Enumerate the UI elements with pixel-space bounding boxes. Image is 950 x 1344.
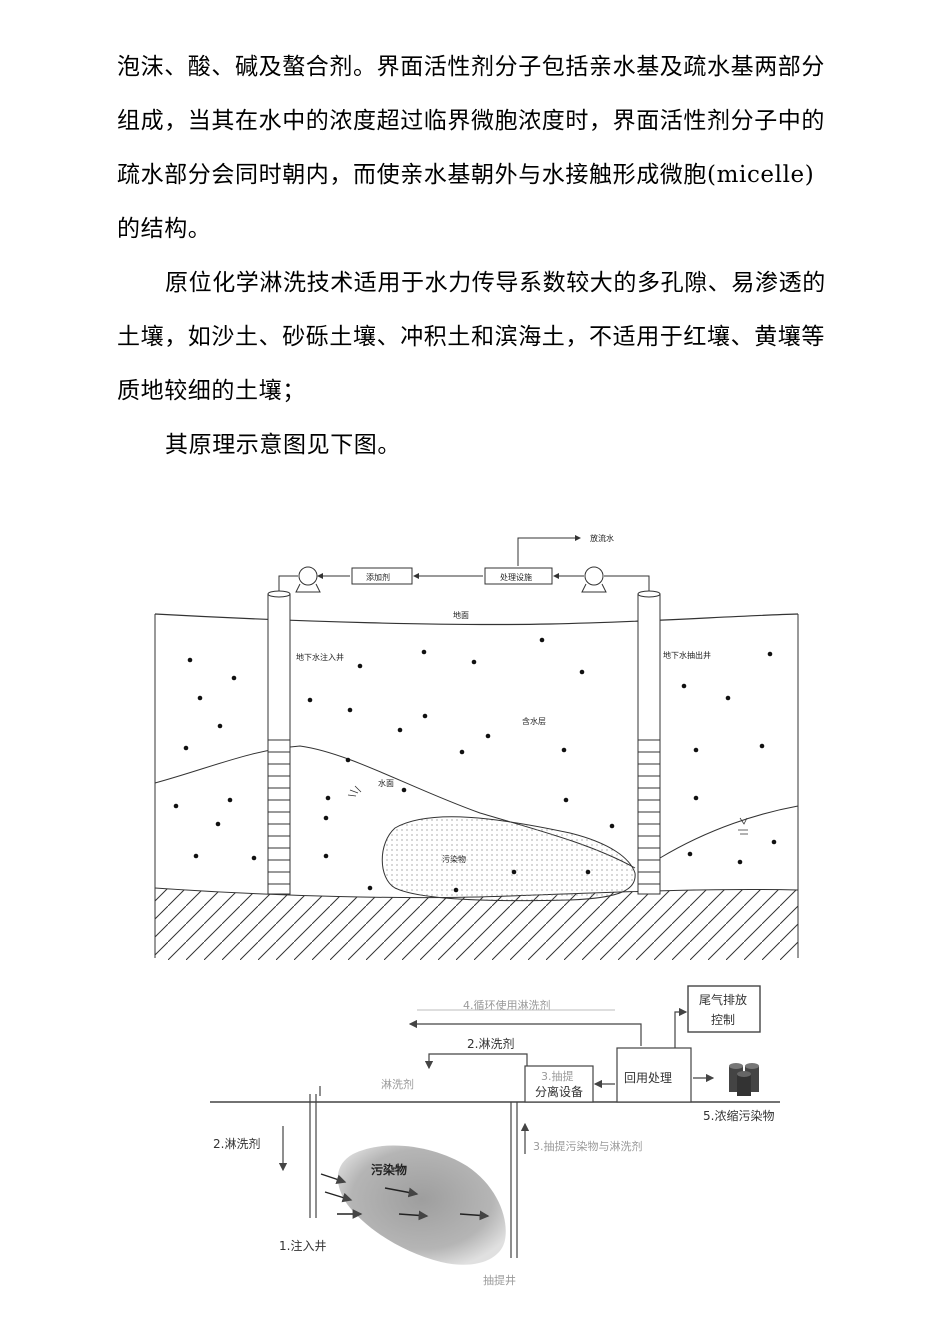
soil-particles <box>173 637 777 893</box>
paragraph-3: 其原理示意图见下图。 <box>165 432 401 458</box>
water-surface-label: 水面 <box>378 778 394 788</box>
contaminant-label-2: 污染物 <box>371 1162 407 1177</box>
diagram-groundwater-flushing: 地面 水面 污染物 地下水注入井 <box>154 533 799 960</box>
injection-well <box>267 590 291 895</box>
exhaust-control-box <box>687 985 761 1033</box>
extraction-well-2 <box>510 1102 518 1258</box>
bedrock-layer <box>155 888 798 960</box>
injection-well-2 <box>309 1094 317 1218</box>
injection-well-label: 地下水注入井 <box>296 652 344 662</box>
flow-arrows <box>320 1173 490 1221</box>
concentrated-label: 5.浓缩污染物 <box>703 1108 774 1123</box>
treatment-box <box>484 567 553 585</box>
drum-icon <box>729 1063 759 1096</box>
diagram-flushing-process: 尾气排放 控制 4.循环使用淋洗剂 2.淋洗剂 淋洗剂 3.抽提 分离设备 回用… <box>210 985 780 1287</box>
recycle-faint-label: 4.循环使用淋洗剂 <box>463 998 551 1012</box>
surface-piping <box>278 535 650 593</box>
aquifer-label: 含水层 <box>522 716 546 726</box>
extraction-well-label: 地下水抽出井 <box>663 650 711 660</box>
recycle-box <box>616 1047 692 1103</box>
extraction-well-faint-bottom: 抽提井 <box>483 1273 516 1287</box>
flushing-agent-faint-label: 淋洗剂 <box>381 1077 414 1091</box>
contaminant-plume <box>381 816 636 902</box>
exhaust-line-1: 尾气排放 <box>699 992 747 1007</box>
extraction-well-faint-label: 3.抽提污染物与淋洗剂 <box>533 1139 643 1153</box>
extraction-faint-label: 3.抽提 <box>541 1069 574 1083</box>
ground-label: 地面 <box>453 610 469 620</box>
additive-label: 添加剂 <box>366 572 390 582</box>
injection-well-label-2: 1.注入井 <box>279 1238 326 1253</box>
extraction-well <box>637 590 661 895</box>
flushing-agent-side-label: 2.淋洗剂 <box>213 1136 260 1151</box>
additive-box <box>351 567 413 585</box>
recycle-label: 回用处理 <box>624 1071 672 1085</box>
separation-label: 分离设备 <box>535 1084 583 1099</box>
separation-box <box>524 1065 594 1103</box>
flushing-agent-top-label: 2.淋洗剂 <box>467 1036 514 1051</box>
exhaust-line-2: 控制 <box>711 1013 735 1027</box>
paragraph-2: 原位化学淋洗技术适用于水力传导系数较大的多孔隙、易渗透的土壤，如沙土、砂砾土壤、… <box>117 270 826 404</box>
treatment-label: 处理设施 <box>500 572 532 582</box>
paragraph-1: 泡沫、酸、碱及螯合剂。界面活性剂分子包括亲水基及疏水基两部分组成，当其在水中的浓… <box>117 54 825 242</box>
contaminant-label: 污染物 <box>442 854 466 864</box>
ground-surface <box>154 613 799 626</box>
contaminant-plume-2 <box>337 1145 506 1265</box>
water-table-right <box>659 805 799 859</box>
waste-water-label: 放流水 <box>590 533 614 543</box>
